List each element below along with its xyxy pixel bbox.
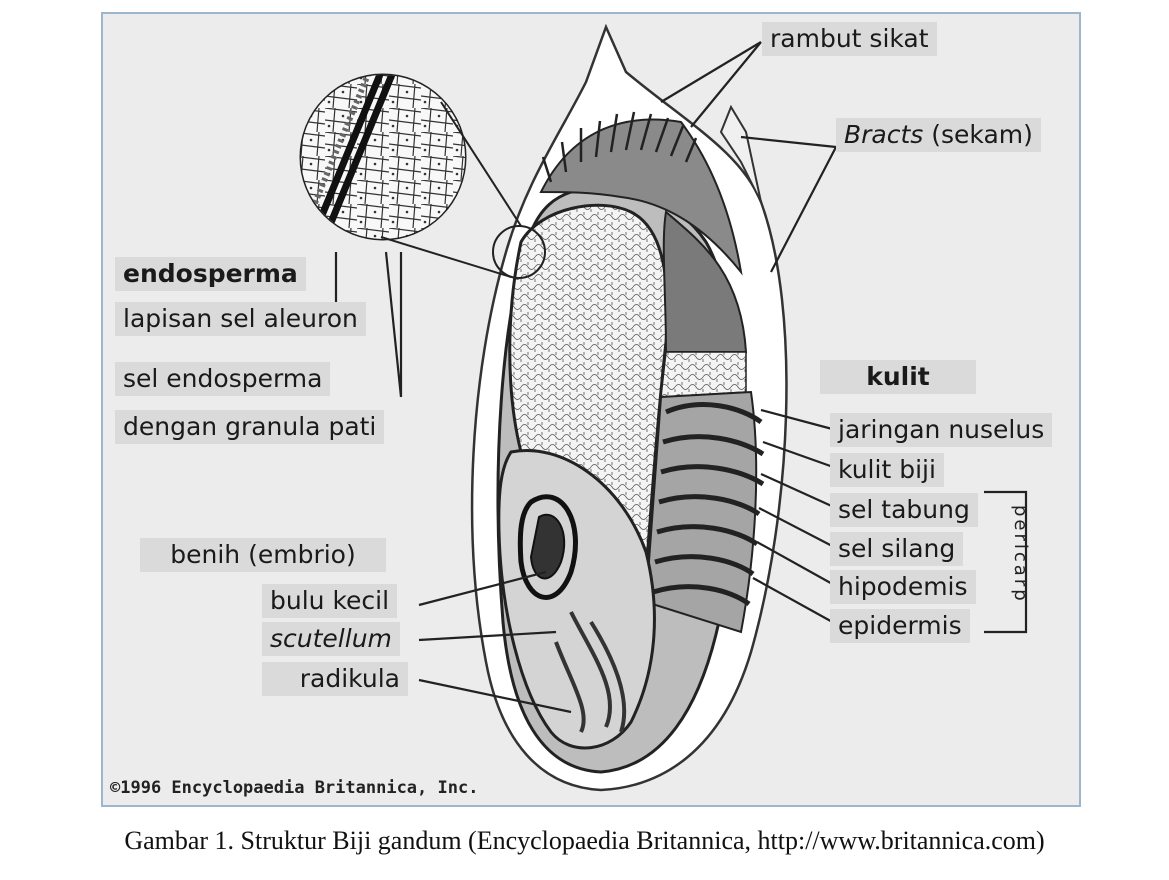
figure-caption: Gambar 1. Struktur Biji gandum (Encyclop… — [124, 826, 1045, 855]
label-rambut-sikat: rambut sikat — [762, 22, 937, 56]
leader-lines — [334, 41, 1028, 714]
label-granula-pati: dengan granula pati — [115, 410, 385, 444]
label-sel-silang: sel silang — [830, 532, 964, 566]
label-sel-endosperma: sel endosperma — [115, 362, 331, 396]
label-epidermis: epidermis — [830, 609, 970, 643]
label-sekam: (sekam) — [923, 120, 1033, 149]
label-radikula: radikula — [262, 662, 408, 696]
label-bracts: Bracts (sekam) — [836, 118, 1041, 152]
label-bulu-kecil: bulu kecil — [262, 584, 398, 618]
copyright-notice: ©1996 Encyclopaedia Britannica, Inc. — [110, 778, 479, 798]
label-kulit-biji: kulit biji — [830, 453, 944, 487]
label-pericarp: pericarp — [1010, 505, 1031, 604]
wheat-grain-diagram — [299, 23, 1028, 792]
grain — [496, 111, 765, 774]
label-bracts-term: Bracts — [844, 120, 924, 149]
label-scutellum: scutellum — [262, 622, 400, 656]
label-jaringan-nuselus: jaringan nuselus — [830, 413, 1053, 447]
zoom-detail — [299, 73, 546, 279]
label-sel-tabung: sel tabung — [830, 493, 978, 527]
label-lapisan-aleuron: lapisan sel aleuron — [115, 302, 366, 336]
label-kulit: kulit — [820, 360, 976, 394]
label-benih: benih (embrio) — [140, 538, 386, 572]
label-endosperma: endosperma — [115, 257, 306, 291]
label-hipodemis: hipodemis — [830, 570, 976, 604]
